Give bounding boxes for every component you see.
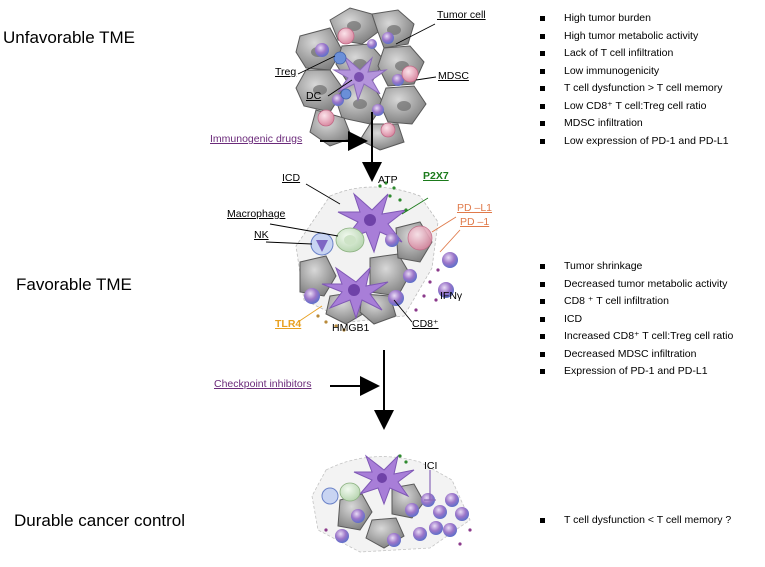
unfavorable-bullet-list: High tumor burden High tumor metabolic a… xyxy=(536,10,729,150)
stage-title-favorable: Favorable TME xyxy=(16,275,132,294)
hmgb1-label: HMGB1 xyxy=(332,322,370,334)
list-item: T cell dysfunction > T cell memory xyxy=(536,80,729,98)
ifng-label: IFNγ xyxy=(440,290,463,302)
tlr4-label: TLR4 xyxy=(275,318,302,330)
cd8-t-cell-icon xyxy=(335,493,469,547)
ici-label: ICI xyxy=(424,460,438,472)
list-item: CD8 ⁺ T cell infiltration xyxy=(536,293,733,311)
treg-label: Treg xyxy=(275,66,297,78)
checkpoint-inhibitors-label: Checkpoint inhibitors xyxy=(214,378,312,390)
mdsc-icon xyxy=(317,27,419,138)
nk-label: NK xyxy=(254,229,269,241)
macrophage-label: Macrophage xyxy=(227,208,286,220)
icd-label: ICD xyxy=(282,172,301,184)
list-item: Decreased tumor metabolic activity xyxy=(536,276,733,294)
list-item: Expression of PD-1 and PD-L1 xyxy=(536,363,733,381)
treg-icon xyxy=(333,51,352,100)
dendritic-cell-icon xyxy=(332,55,388,102)
list-item: MDSC infiltration xyxy=(536,115,729,133)
mdsc-label: MDSC xyxy=(438,70,469,82)
atp-label: ATP xyxy=(378,174,398,186)
dendritic-cell-icon xyxy=(321,192,407,320)
pd-l1-label: PD –L1 xyxy=(457,202,493,214)
mdsc-icon xyxy=(407,225,433,251)
stage-title-unfavorable: Unfavorable TME xyxy=(3,28,135,47)
durable-bullet-list: T cell dysfunction < T cell memory ? xyxy=(536,512,731,530)
list-item: Low immunogenicity xyxy=(536,63,729,81)
nk-cell-icon xyxy=(310,232,334,256)
list-item: Tumor shrinkage xyxy=(536,258,733,276)
list-item: ICD xyxy=(536,311,733,329)
macrophage-icon xyxy=(335,227,365,253)
pd-1-label: PD –1 xyxy=(460,216,490,228)
list-item: Low CD8⁺ T cell:Treg cell ratio xyxy=(536,98,729,116)
list-item: High tumor metabolic activity xyxy=(536,28,729,46)
cd8-t-cell-icon xyxy=(315,32,404,116)
list-item: T cell dysfunction < T cell memory ? xyxy=(536,512,731,530)
cd8-label: CD8⁺ xyxy=(412,318,439,330)
dc-label: DC xyxy=(306,90,322,102)
list-item: Decreased MDSC infiltration xyxy=(536,346,733,364)
stage-title-durable: Durable cancer control xyxy=(14,511,186,530)
tumor-cell-label: Tumor cell xyxy=(437,9,486,21)
list-item: Increased CD8⁺ T cell:Treg cell ratio xyxy=(536,328,733,346)
list-item: Lack of T cell infiltration xyxy=(536,45,729,63)
p2x7-label: P2X7 xyxy=(423,170,449,182)
cd8-t-cell-icon xyxy=(304,233,458,306)
dendritic-cell-icon xyxy=(353,454,415,506)
list-item: Low expression of PD-1 and PD-L1 xyxy=(536,133,729,151)
macrophage-icon xyxy=(339,482,361,502)
nk-cell-icon xyxy=(321,487,339,505)
immunogenic-drugs-label: Immunogenic drugs xyxy=(210,133,303,145)
favorable-bullet-list: Tumor shrinkage Decreased tumor metaboli… xyxy=(536,258,733,381)
list-item: High tumor burden xyxy=(536,10,729,28)
